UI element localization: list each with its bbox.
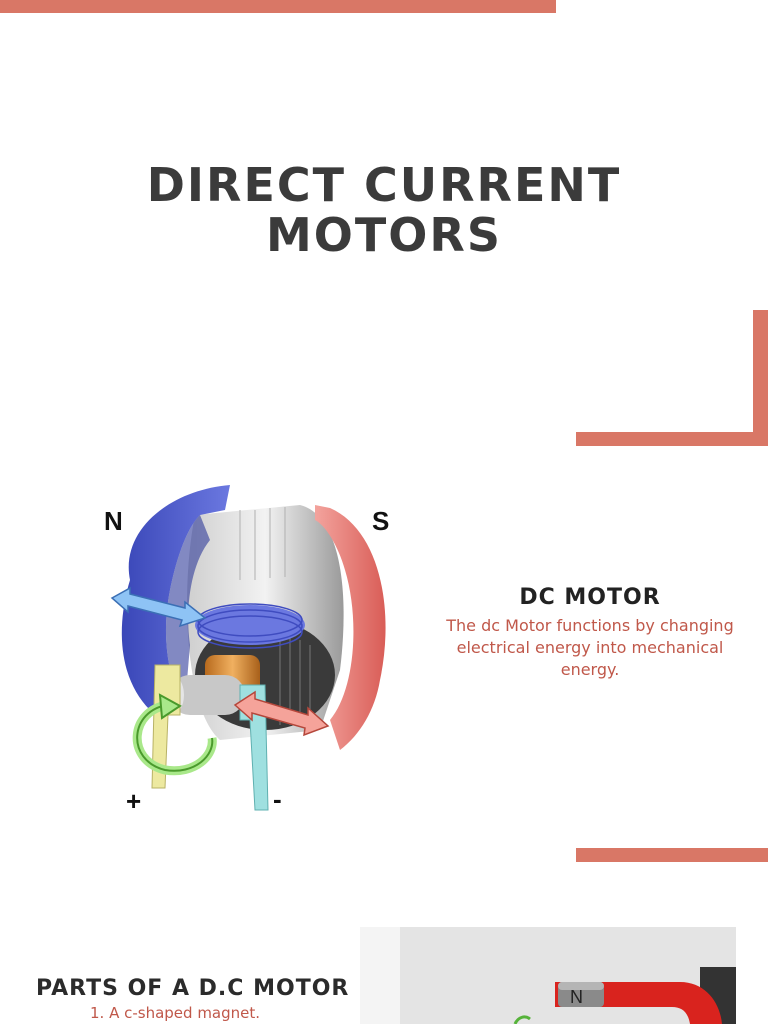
title-line-1: DIRECT CURRENT <box>146 158 622 212</box>
magnet-photo-graphic: N <box>360 927 736 1024</box>
corner-accent-horizontal <box>576 432 768 446</box>
dc-motor-diagram: N S + - <box>104 485 389 816</box>
title-line-2: MOTORS <box>266 208 502 262</box>
dc-motor-heading: DC MOTOR <box>519 585 661 610</box>
parts-list-item: 1. A c-shaped magnet. <box>90 1004 261 1022</box>
top-accent-bar <box>0 0 556 13</box>
magnet-photo: N <box>360 927 736 1024</box>
page-title: DIRECT CURRENT MOTORS <box>0 160 768 260</box>
terminal-label-plus: + <box>126 786 141 816</box>
north-magnet <box>121 485 230 710</box>
pole-label-n: N <box>104 506 123 536</box>
magnetic-field-arrow-left <box>110 586 207 628</box>
magnet-photo-label-n: N <box>570 987 583 1007</box>
section-divider-bar <box>576 848 768 862</box>
terminal-label-minus: - <box>273 784 282 814</box>
south-magnet <box>315 505 386 750</box>
armature-coil <box>195 605 305 645</box>
magnetic-field-arrow-right <box>233 690 330 737</box>
pole-label-s: S <box>372 506 389 536</box>
motor-shaft <box>170 675 245 715</box>
corner-accent-vertical <box>753 310 768 445</box>
parts-heading: PARTS OF A D.C MOTOR <box>36 976 350 1001</box>
rotation-arrow <box>132 693 217 776</box>
dc-motor-description: The dc Motor functions by changing elect… <box>446 616 734 679</box>
